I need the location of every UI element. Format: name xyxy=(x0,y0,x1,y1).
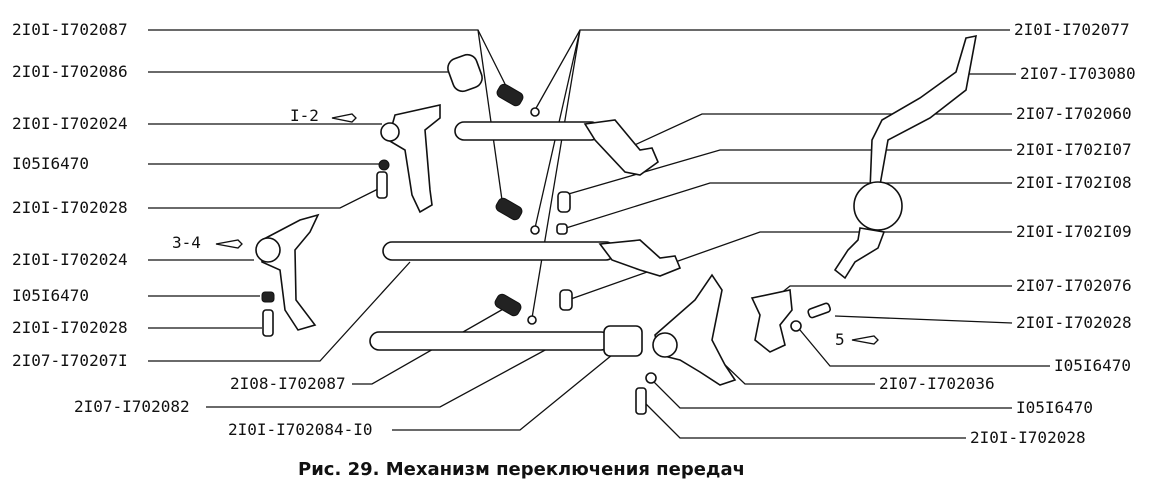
label-2101-1702108: 2I0I-I702I08 xyxy=(1016,173,1132,192)
label-2101-1702084-10: 2I0I-I702084-I0 xyxy=(228,420,373,439)
gear-arrow-icons xyxy=(215,113,879,345)
label-2107-1702082: 2I07-I702082 xyxy=(74,397,190,416)
label-2107-1702036: 2I07-I702036 xyxy=(879,374,995,393)
label-2101-1702109: 2I0I-I702I09 xyxy=(1016,222,1132,241)
figure-caption: Рис. 29. Механизм переключения передач xyxy=(298,459,745,480)
rod-3-4 xyxy=(382,239,682,277)
label-2107-1703080: 2I07-I703080 xyxy=(1020,64,1136,83)
rod-5 xyxy=(369,325,643,357)
label-2108-1702087: 2I08-I702087 xyxy=(230,374,346,393)
label-2101-1702024-top: 2I0I-I702024 xyxy=(12,114,128,133)
label-10516470-top: I05I6470 xyxy=(12,154,90,173)
lever-5-block xyxy=(750,289,832,353)
fork-1-2 xyxy=(376,104,441,214)
label-2101-1702087: 2I0I-I702087 xyxy=(12,20,128,39)
gear-mark-1-2: I-2 xyxy=(290,106,319,125)
label-2107-1702076: 2I07-I702076 xyxy=(1016,276,1132,295)
label-2101-1702028-top: 2I0I-I702028 xyxy=(12,198,128,217)
sleeve xyxy=(447,53,483,93)
gear-mark-3-4: 3-4 xyxy=(172,233,201,252)
gear-lever xyxy=(833,34,978,280)
label-2101-1702077: 2I0I-I702077 xyxy=(1014,20,1130,39)
label-2101-1702086: 2I0I-I702086 xyxy=(12,62,128,81)
springs xyxy=(494,83,524,317)
label-2101-1702028-right: 2I0I-I702028 xyxy=(1016,313,1132,332)
label-10516470-mid: I05I6470 xyxy=(12,286,90,305)
label-10516470-bottom: I05I6470 xyxy=(1016,398,1094,417)
label-2107-1702071: 2I07-I70207I xyxy=(12,351,128,370)
label-2107-1702060: 2I07-I702060 xyxy=(1016,104,1132,123)
label-2101-1702028-mid: 2I0I-I702028 xyxy=(12,318,128,337)
fork-5 xyxy=(635,273,737,415)
balls xyxy=(527,107,540,325)
rod-1-2 xyxy=(454,119,659,176)
interlock-pins xyxy=(556,191,573,311)
parts xyxy=(215,34,978,415)
label-2101-1702107: 2I0I-I702I07 xyxy=(1016,140,1132,159)
label-2101-1702024-mid: 2I0I-I702024 xyxy=(12,250,128,269)
label-2101-1702028-bottom: 2I0I-I702028 xyxy=(970,428,1086,447)
fork-3-4 xyxy=(255,213,320,337)
gear-mark-5: 5 xyxy=(835,330,845,349)
label-10516470-right: I05I6470 xyxy=(1054,356,1132,375)
